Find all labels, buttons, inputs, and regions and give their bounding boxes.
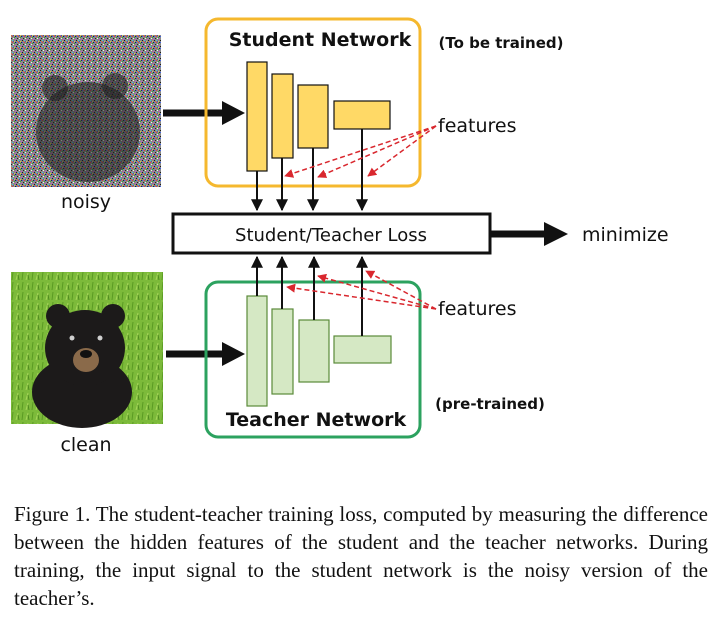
teacher-to-loss-arrows [251, 255, 368, 336]
noisy-bear-image [11, 35, 161, 187]
teacher-network-title: Teacher Network [226, 409, 407, 431]
teacher-feature-pointers [286, 270, 437, 310]
figure-caption: Figure 1. The student-teacher training l… [14, 502, 708, 610]
features-label-top: features [438, 115, 517, 137]
noisy-label: noisy [61, 191, 111, 213]
loss-box [171, 212, 492, 255]
teacher-layer-4 [333, 335, 392, 364]
minimize-arrow [490, 222, 568, 246]
clean-label: clean [60, 434, 111, 456]
noisy-input-arrow [163, 101, 245, 125]
student-feature-pointers [284, 125, 437, 178]
teacher-note: (pre-trained) [435, 395, 545, 413]
student-layer-3 [297, 84, 329, 149]
student-note: (To be trained) [438, 34, 563, 52]
student-layer-2 [271, 73, 294, 159]
student-layer-1 [246, 61, 268, 172]
loss-label: Student/Teacher Loss [235, 225, 427, 246]
clean-input-arrow [166, 342, 245, 366]
teacher-layer-3 [298, 319, 330, 383]
student-network-title: Student Network [229, 29, 412, 51]
student-layer-4 [333, 100, 391, 130]
features-label-bottom: features [438, 298, 517, 320]
teacher-layer-2 [271, 308, 294, 395]
clean-bear-image [11, 272, 163, 428]
teacher-layer-1 [246, 295, 268, 407]
minimize-label: minimize [582, 224, 669, 246]
student-to-loss-arrows [251, 129, 368, 212]
